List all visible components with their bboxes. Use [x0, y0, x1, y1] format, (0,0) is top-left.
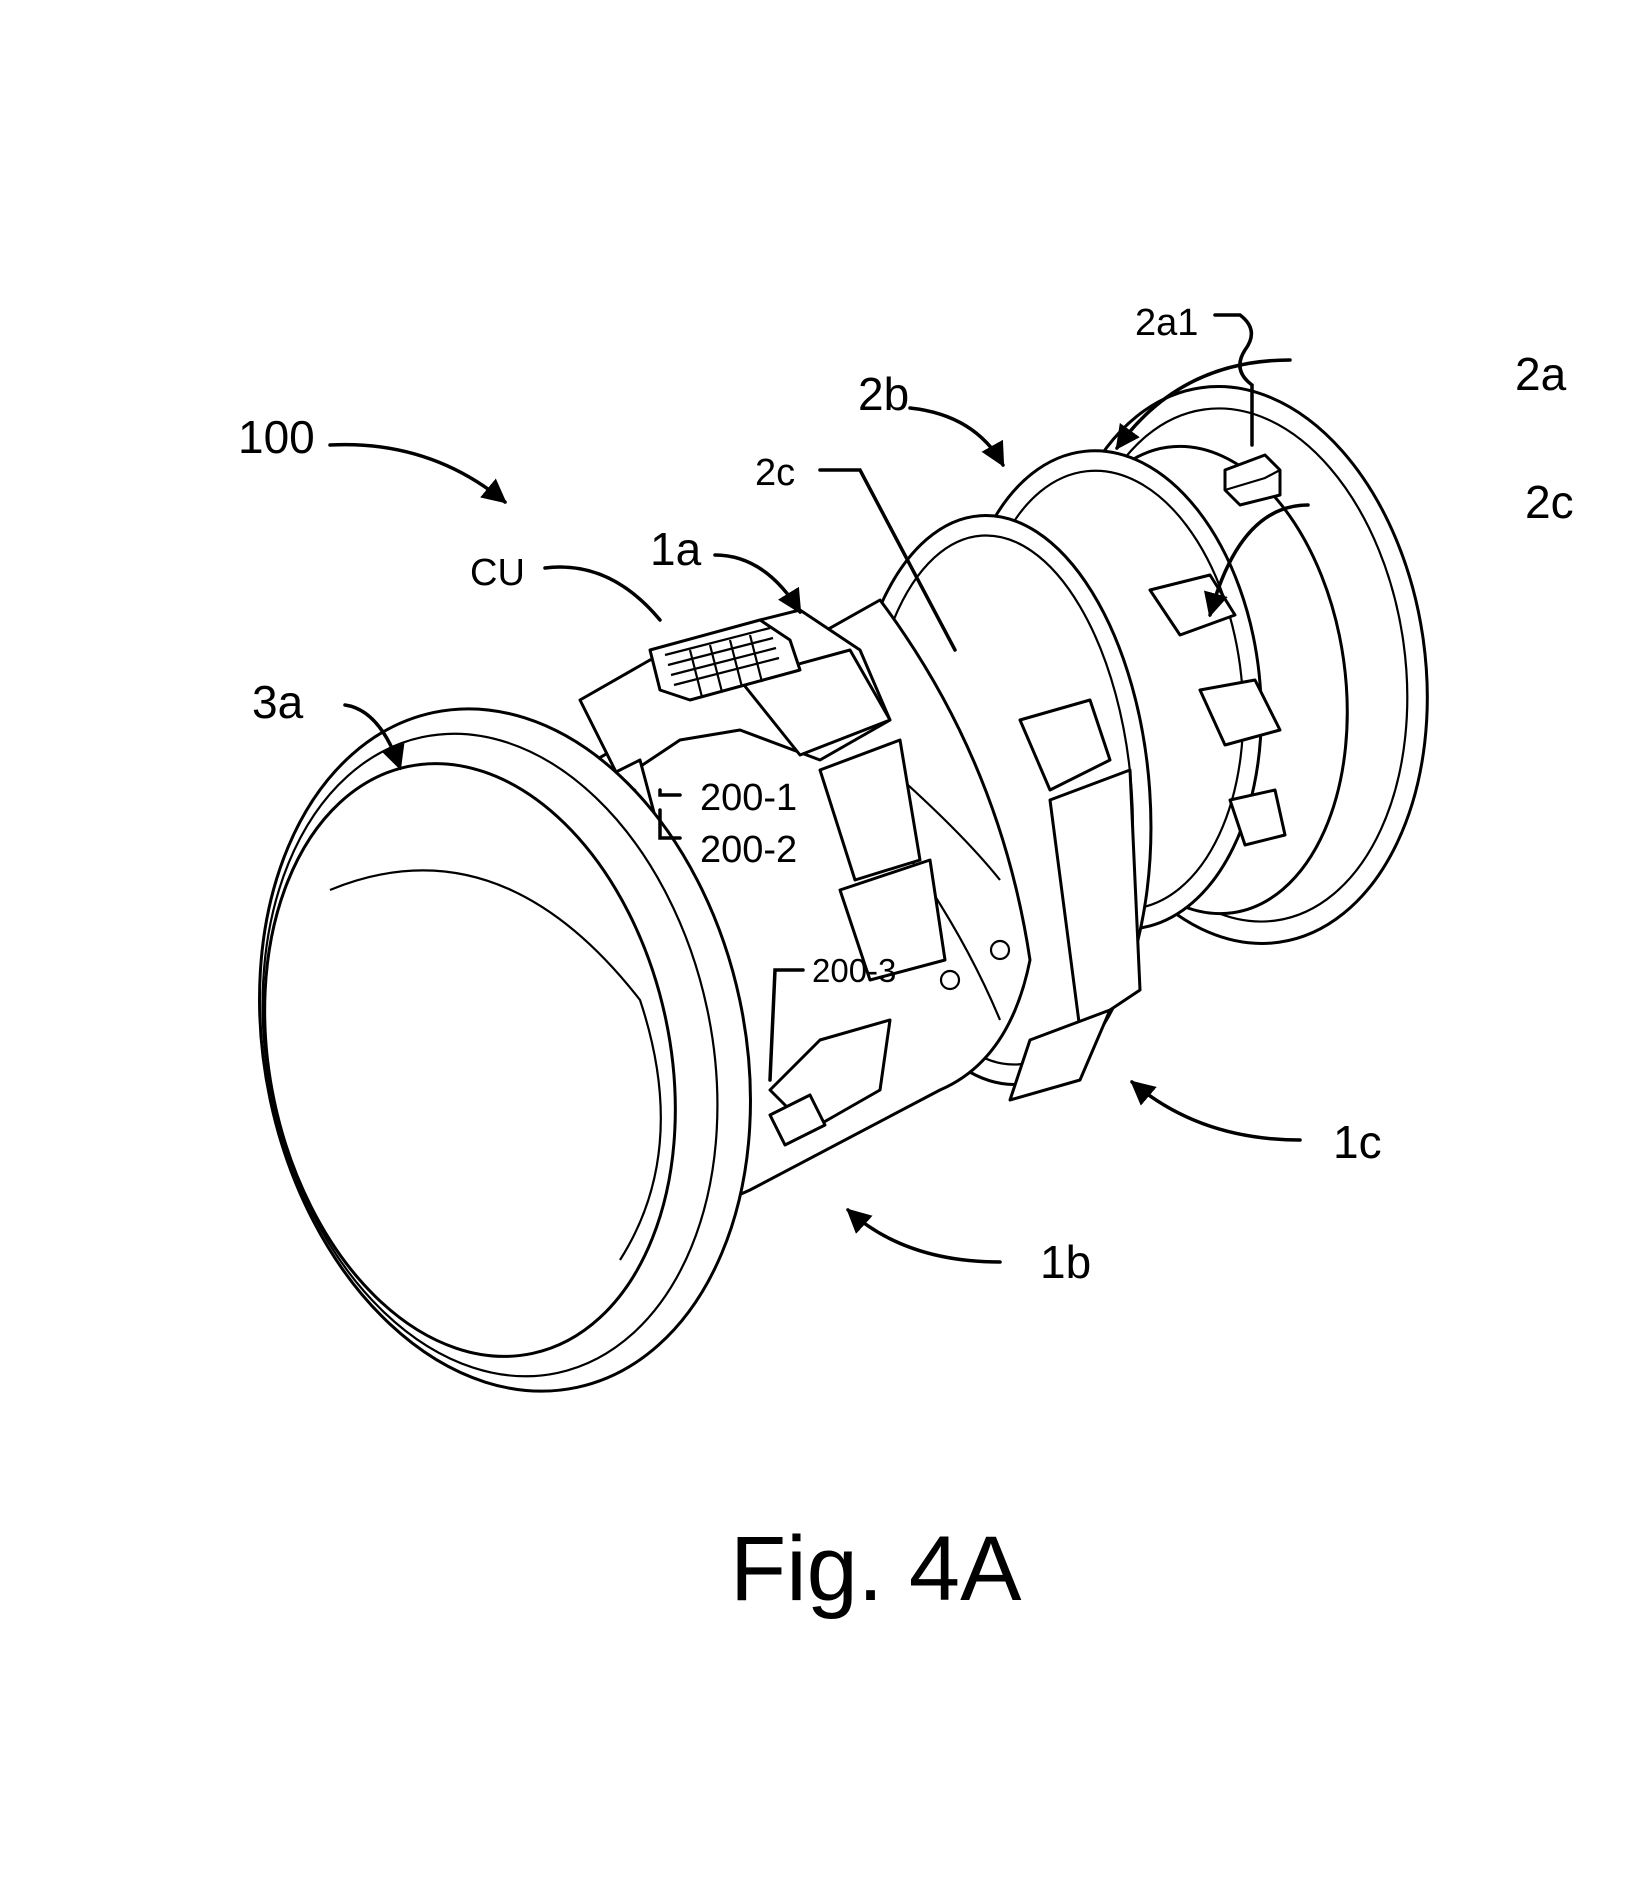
label-sensor-200-1: 200-1: [700, 777, 797, 819]
label-part-2c-left: 2c: [755, 452, 795, 494]
label-assembly-100: 100: [238, 411, 315, 463]
label-control-unit: CU: [470, 552, 525, 594]
label-part-1c: 1c: [1333, 1116, 1382, 1168]
label-part-2b: 2b: [858, 368, 909, 420]
figure-caption: Fig. 4A: [730, 1518, 1022, 1620]
label-part-1b: 1b: [1040, 1236, 1091, 1288]
label-sensor-200-2: 200-2: [700, 829, 797, 871]
label-part-3a: 3a: [252, 676, 304, 728]
label-part-2a1: 2a1: [1135, 302, 1198, 344]
leader-lines: [328, 313, 1310, 1264]
label-sensor-200-3: 200-3: [812, 952, 896, 989]
control-unit-board: [648, 618, 802, 702]
label-part-1a: 1a: [650, 523, 702, 575]
front-ring-3a: [258, 707, 752, 1393]
label-part-2a: 2a: [1515, 348, 1567, 400]
label-part-2c-right: 2c: [1525, 476, 1574, 528]
